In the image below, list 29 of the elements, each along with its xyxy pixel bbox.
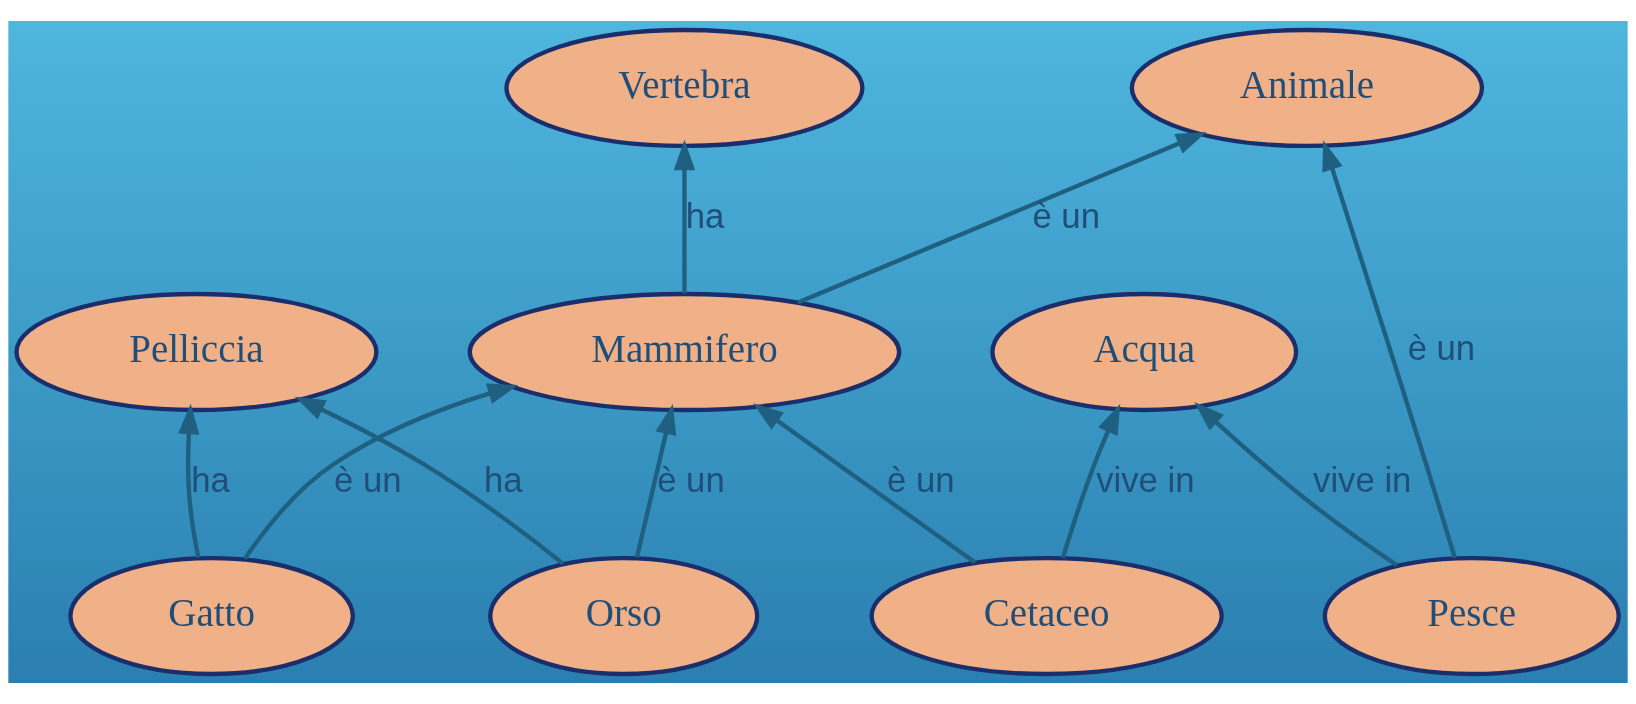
node-ellipse: Acqua: [990, 291, 1299, 413]
node-ellipse: Vertebra: [504, 27, 865, 149]
edge-label: è un: [334, 461, 402, 500]
node-ellipse: Mammifero: [467, 291, 902, 413]
arrow: [243, 383, 519, 560]
node-ellipse: Cetaceo: [869, 555, 1224, 677]
arrow: [673, 139, 696, 294]
edge-label: è un: [887, 461, 955, 500]
arrow: [753, 403, 977, 565]
arrow: [1194, 402, 1399, 568]
edge-label: ha: [685, 197, 725, 236]
arrow: [634, 404, 677, 558]
edge-label: ha: [484, 461, 523, 500]
node-ellipse: Pesce: [1322, 555, 1621, 677]
edge-label: vive in: [1096, 461, 1195, 500]
node-ellipse: Gatto: [68, 555, 355, 677]
edge-label: è un: [1407, 329, 1476, 368]
arrow: [1322, 140, 1457, 559]
node-ellipse: Orso: [488, 555, 760, 677]
edge-label: è un: [1032, 197, 1100, 236]
arrow: [178, 403, 201, 558]
edge-label: è un: [657, 461, 725, 500]
edge-label: ha: [191, 461, 230, 500]
arrow: [294, 396, 565, 566]
node-ellipse: Animale: [1129, 27, 1485, 149]
node-ellipse: Pelliccia: [14, 291, 379, 413]
edge-label: vive in: [1313, 461, 1412, 500]
arrow: [1060, 403, 1121, 559]
arrow: [797, 132, 1207, 305]
